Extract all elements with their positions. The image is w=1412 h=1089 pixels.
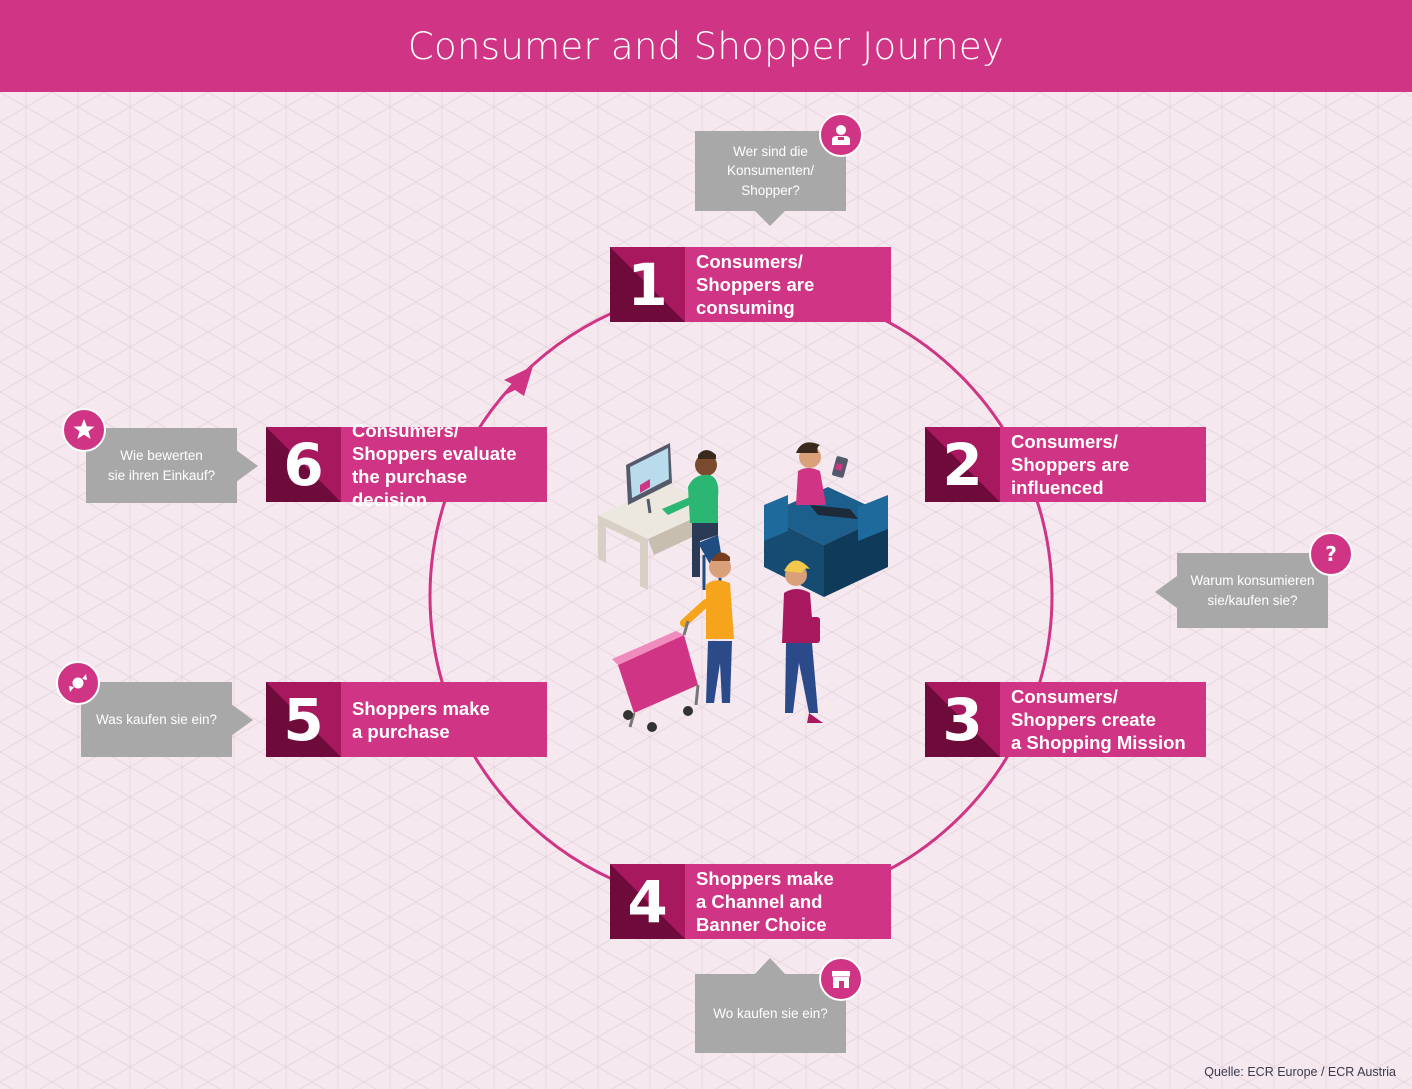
step-2-number: 2 <box>925 427 1000 502</box>
star-icon <box>62 408 106 452</box>
bubble-tail <box>754 210 786 226</box>
store-icon <box>819 957 863 1001</box>
shopping-cart-illustration <box>612 620 700 732</box>
step-6-label: Consumers/ Shoppers evaluate the purchas… <box>352 419 517 510</box>
candy-icon <box>56 661 100 705</box>
question-icon: ? <box>1309 532 1353 576</box>
step-3-label: Consumers/ Shoppers create a Shopping Mi… <box>1011 686 1186 753</box>
step-3-box: 3 Consumers/ Shoppers create a Shopping … <box>925 682 1206 757</box>
question-bubble-what: Was kaufen sie ein? <box>81 682 232 757</box>
bubble-tail <box>1155 576 1177 608</box>
step-1-number: 1 <box>610 247 685 322</box>
question-bubble-why: Warum konsumieren sie/kaufen sie? <box>1177 553 1328 628</box>
step-2-box: 2 Consumers/ Shoppers are influenced <box>925 427 1206 502</box>
step-6-number: 6 <box>266 427 341 502</box>
step-6-box: 6 Consumers/ Shoppers evaluate the purch… <box>266 419 547 510</box>
header-bar: Consumer and Shopper Journey <box>0 0 1412 92</box>
page-title: Consumer and Shopper Journey <box>407 24 1005 68</box>
step-4-label: Shoppers make a Channel and Banner Choic… <box>696 868 834 935</box>
shopper-with-cart <box>680 552 734 703</box>
step-5-number: 5 <box>266 682 341 757</box>
journey-arrow-head <box>504 366 533 396</box>
svg-text:?: ? <box>1325 542 1337 566</box>
step-4-box: 4 Shoppers make a Channel and Banner Cho… <box>610 864 891 939</box>
step-1-label: Consumers/ Shoppers are consuming <box>696 251 815 318</box>
armchair-illustration <box>764 487 888 597</box>
woman-walking <box>782 560 823 723</box>
bubble-tail <box>754 958 786 975</box>
person-icon <box>819 113 863 157</box>
step-1-box: 1 Consumers/ Shoppers are consuming <box>610 247 891 322</box>
source-credit: Quelle: ECR Europe / ECR Austria <box>1204 1065 1396 1079</box>
shoppers-illustration <box>598 442 888 732</box>
person-in-armchair <box>796 442 858 519</box>
step-3-number: 3 <box>925 682 1000 757</box>
step-5-label: Shoppers make a purchase <box>352 697 490 742</box>
step-4-number: 4 <box>610 864 685 939</box>
question-bubble-evaluate: Wie bewerten sie ihren Einkauf? <box>86 428 237 503</box>
step-5-box: 5 Shoppers make a purchase <box>266 682 547 757</box>
step-2-label: Consumers/ Shoppers are influenced <box>1011 431 1130 498</box>
bubble-tail <box>231 704 253 736</box>
bubble-tail <box>236 450 258 482</box>
